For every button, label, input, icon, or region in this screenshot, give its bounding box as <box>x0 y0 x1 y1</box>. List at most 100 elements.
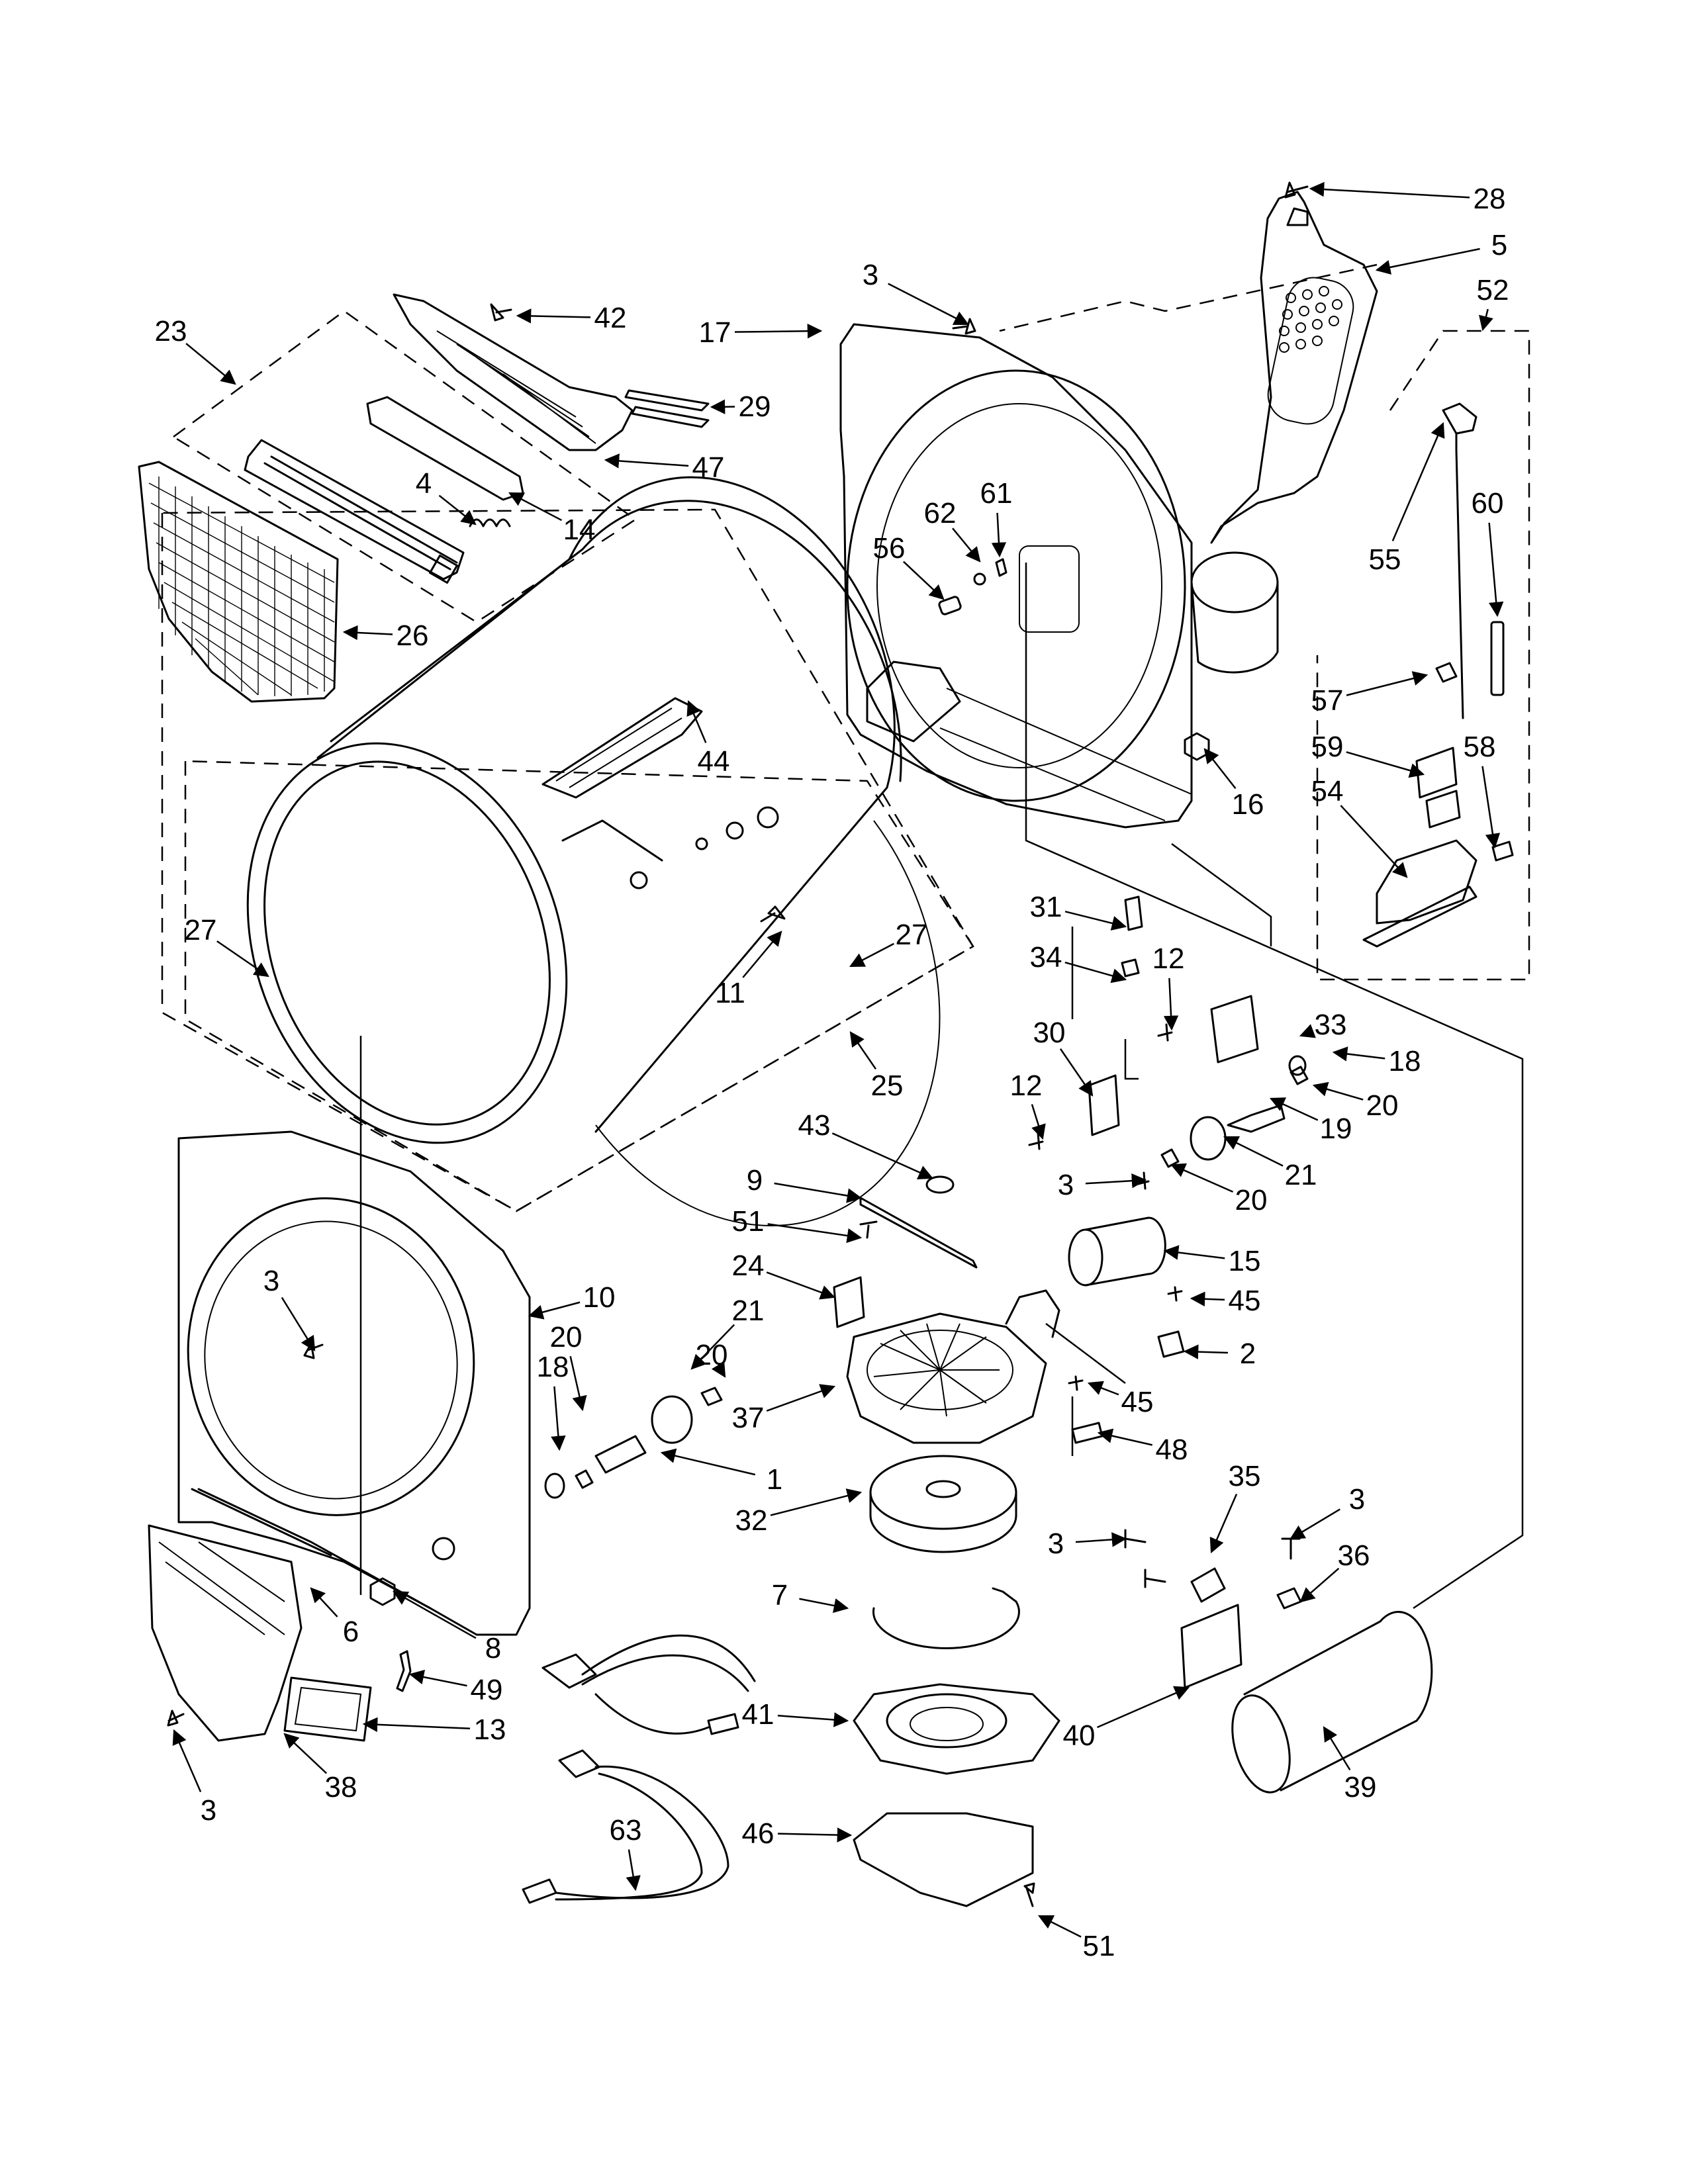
leader-14 <box>508 492 563 522</box>
leader-62 <box>952 527 981 563</box>
leader-51 <box>1037 1915 1082 1938</box>
callout-3: 3 <box>1349 1483 1365 1516</box>
leader-27 <box>216 940 269 978</box>
callout-4: 4 <box>416 467 432 500</box>
leader-58 <box>1481 766 1501 849</box>
callout-27: 27 <box>896 919 928 951</box>
bracket-part-24 <box>833 1276 865 1328</box>
leader-3 <box>281 1297 316 1351</box>
lint-screen-part-23 <box>244 439 465 584</box>
leader-49 <box>408 1669 467 1687</box>
lint-duct-part-14 <box>366 396 524 501</box>
callout-44: 44 <box>698 745 730 778</box>
callout-1: 1 <box>767 1463 782 1496</box>
callout-3: 3 <box>1058 1169 1074 1201</box>
callout-40: 40 <box>1063 1719 1096 1752</box>
callout-18: 18 <box>1389 1045 1421 1077</box>
callout-8: 8 <box>485 1632 501 1664</box>
callout-21: 21 <box>732 1295 765 1327</box>
leader-16 <box>1203 748 1237 790</box>
callout-20: 20 <box>1235 1184 1268 1216</box>
callout-59: 59 <box>1311 731 1344 763</box>
screw-part-3-front <box>303 1342 324 1359</box>
leader-57 <box>1346 671 1429 696</box>
callout-5: 5 <box>1491 229 1507 261</box>
screws-part-45 <box>1068 1286 1183 1391</box>
lower-duct-part-38 <box>148 1488 332 1742</box>
callout-21: 21 <box>1285 1159 1317 1191</box>
leader-21 <box>1223 1136 1284 1167</box>
leader-60 <box>1488 522 1504 617</box>
leader-42 <box>516 308 591 324</box>
leader-5 <box>1375 248 1480 275</box>
leader-25 <box>849 1031 877 1069</box>
leader-44 <box>686 700 707 743</box>
callout-14: 14 <box>563 514 596 546</box>
callout-55: 55 <box>1369 543 1401 576</box>
lint-filter-housing-part-47 <box>393 293 633 451</box>
leader-46 <box>777 1827 853 1843</box>
leader-30 <box>1059 1048 1094 1097</box>
heater-inlet-part-15 <box>1068 1216 1166 1287</box>
callout-28: 28 <box>1474 183 1506 215</box>
callout-31: 31 <box>1030 891 1062 923</box>
callout-58: 58 <box>1464 731 1496 763</box>
leader-12 <box>1031 1104 1046 1140</box>
screw-part-3-duct <box>167 1709 185 1727</box>
callout-34: 34 <box>1030 941 1062 974</box>
leader-39 <box>1323 1726 1351 1771</box>
leader-41 <box>777 1712 849 1727</box>
leader-26 <box>342 625 393 641</box>
callout-52: 52 <box>1477 274 1509 306</box>
callout-61: 61 <box>980 477 1013 510</box>
blower-housing-part-37 <box>846 1289 1060 1444</box>
leader-43 <box>831 1132 934 1179</box>
clip-part-49 <box>396 1650 412 1692</box>
leader-1 <box>660 1448 756 1476</box>
leader-55 <box>1391 422 1445 541</box>
seal-strips-part-29 <box>624 389 710 428</box>
callout-51: 51 <box>1083 1930 1115 1962</box>
leader-7 <box>799 1598 849 1614</box>
leader-15 <box>1163 1245 1225 1260</box>
callout-25: 25 <box>871 1069 904 1102</box>
small-parts-56-61-62 <box>938 558 1008 615</box>
callout-3: 3 <box>263 1265 279 1297</box>
callout-54: 54 <box>1311 775 1344 807</box>
leader-52 <box>1478 308 1493 332</box>
leader-45 <box>1190 1291 1225 1307</box>
wire-harness-part-63 <box>522 1634 756 1904</box>
leader-24 <box>766 1271 836 1300</box>
callout-48: 48 <box>1156 1433 1188 1466</box>
leader-54 <box>1340 805 1408 878</box>
callout-3: 3 <box>1048 1527 1064 1560</box>
leader-13 <box>362 1717 471 1733</box>
callout-36: 36 <box>1338 1539 1370 1572</box>
callout-33: 33 <box>1315 1009 1347 1041</box>
callout-9: 9 <box>747 1164 763 1197</box>
callout-43: 43 <box>798 1109 831 1142</box>
callout-19: 19 <box>1320 1113 1352 1145</box>
callout-57: 57 <box>1311 684 1344 717</box>
callout-10: 10 <box>583 1281 616 1314</box>
rear-bulkhead-part-17 <box>839 323 1193 829</box>
leader-21 <box>690 1324 735 1370</box>
spring-part-4 <box>469 518 511 527</box>
callout-26: 26 <box>397 619 429 652</box>
leader-23 <box>185 343 236 385</box>
screw-part-51-upper <box>859 1220 878 1239</box>
callout-20: 20 <box>1366 1089 1399 1122</box>
callout-38: 38 <box>325 1771 357 1803</box>
leader-12 <box>1163 978 1179 1031</box>
leader-35 <box>1209 1494 1238 1554</box>
leader-29 <box>710 399 735 414</box>
drum-part-25 <box>246 476 941 1226</box>
callout-27: 27 <box>185 914 217 946</box>
callout-63: 63 <box>610 1814 642 1846</box>
leader-18 <box>1332 1046 1385 1062</box>
callout-20: 20 <box>550 1321 583 1353</box>
callout-39: 39 <box>1344 1771 1377 1803</box>
leader-40 <box>1096 1686 1190 1729</box>
leader-3 <box>888 283 970 326</box>
